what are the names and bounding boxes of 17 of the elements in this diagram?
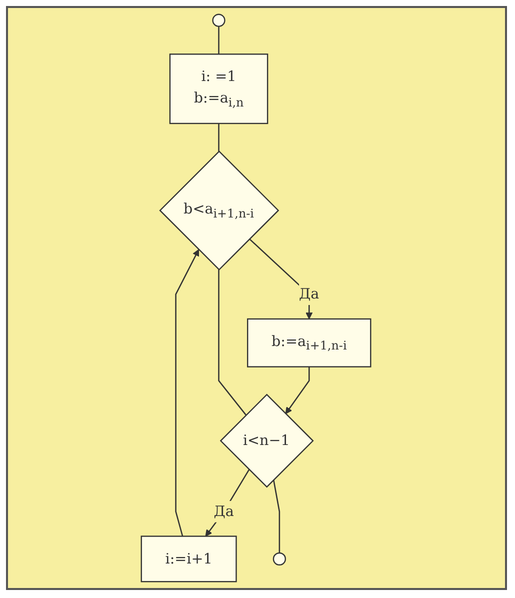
node-circle	[273, 552, 286, 566]
node-box: i:=i+1	[141, 536, 238, 582]
node-diamond: i<n−1	[220, 394, 314, 488]
edge-label: Да	[300, 286, 320, 303]
node-circle	[212, 14, 226, 27]
connector	[273, 480, 281, 553]
node-diamond: b<a$_{i+1,n-i}$	[160, 150, 280, 270]
arrow	[286, 366, 310, 414]
arrow	[176, 249, 200, 536]
edge-label: Да	[214, 503, 234, 520]
arrow	[250, 238, 314, 320]
connector	[218, 123, 220, 152]
connector	[218, 270, 247, 416]
node-box: i: =1 b:=a$_{i,n}$	[170, 54, 269, 124]
connector	[218, 26, 220, 54]
arrow	[206, 469, 250, 537]
node-box: b:=a$_{i+1,n-i}$	[247, 318, 372, 368]
